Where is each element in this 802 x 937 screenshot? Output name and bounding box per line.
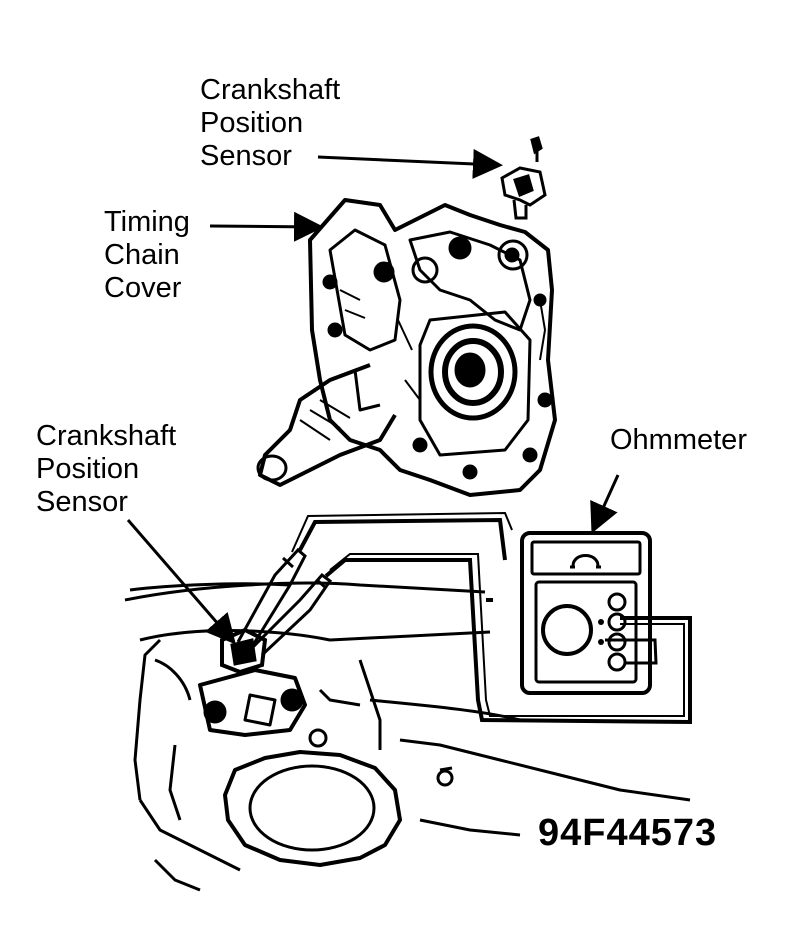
label-line: Chain xyxy=(104,239,180,271)
crankshaft-sensor-installed xyxy=(220,547,333,675)
test-leads xyxy=(291,511,692,725)
label-line: Position xyxy=(36,453,140,485)
ohmmeter-device xyxy=(520,531,652,695)
label-line: Timing xyxy=(104,206,190,238)
engine-block-illustration xyxy=(124,581,691,892)
label-ohmmeter: Ohmmeter xyxy=(610,424,747,457)
label-timing-chain-cover: Timing Chain Cover xyxy=(104,206,190,305)
crankshaft-sensor-part xyxy=(500,136,547,220)
label-line: Position xyxy=(200,107,304,139)
leader-lines-bottom xyxy=(126,474,620,645)
label-line: Ohmmeter xyxy=(610,424,747,456)
figure-number: 94F44573 xyxy=(538,812,718,854)
label-crankshaft-position-sensor-top: Crankshaft Position Sensor xyxy=(200,74,340,173)
leader-lines-top xyxy=(209,148,503,242)
label-line: Sensor xyxy=(200,140,292,172)
label-line: Crankshaft xyxy=(36,420,177,452)
label-line: Sensor xyxy=(36,486,128,518)
timing-chain-cover-illustration xyxy=(256,198,557,497)
label-crankshaft-position-sensor-bottom: Crankshaft Position Sensor xyxy=(36,420,176,519)
label-line: Crankshaft xyxy=(200,74,341,106)
label-line: Cover xyxy=(104,272,182,304)
